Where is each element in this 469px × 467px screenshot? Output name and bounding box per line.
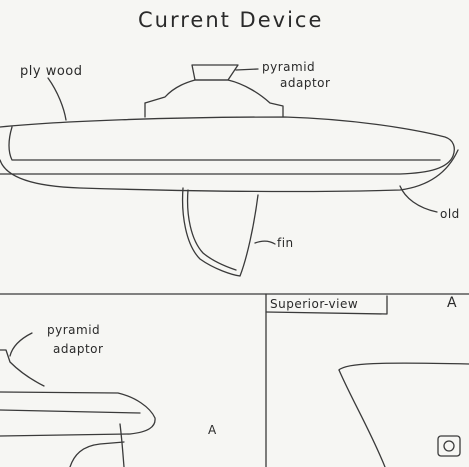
- label-superior-view: Superior-view: [270, 297, 359, 311]
- fin-outline: [181, 187, 259, 277]
- pyramid-adaptor-top: [191, 64, 239, 81]
- leader-pyramid-bottom: [9, 332, 33, 357]
- label-ply-wood: ply wood: [20, 64, 83, 79]
- fin-inner: [186, 189, 237, 271]
- superior-view-edge: [338, 369, 386, 467]
- label-pyramid-bottom: pyramid: [47, 323, 101, 337]
- pyramid-adaptor-dome: [144, 79, 284, 118]
- closeup-fin: [119, 423, 125, 467]
- label-adaptor-bottom: adaptor: [53, 342, 104, 356]
- leader-pyramid-top: [235, 68, 259, 71]
- label-panel-a-right: A: [447, 295, 458, 311]
- corner-mark-circle: [443, 440, 455, 452]
- label-pyramid-top: pyramid: [262, 60, 316, 74]
- closeup-board: [0, 391, 156, 437]
- label-old: old: [440, 207, 460, 221]
- leader-fin: [254, 240, 276, 245]
- closeup-adaptor: [0, 349, 45, 387]
- closeup-old: [69, 441, 125, 467]
- label-fin: fin: [277, 236, 294, 250]
- label-adaptor-top: adaptor: [280, 76, 331, 90]
- superior-view-box: [265, 295, 388, 315]
- leader-plywood: [47, 77, 67, 121]
- label-panel-a-left: A: [208, 423, 217, 437]
- leader-old: [399, 185, 438, 213]
- old-base-outline: [0, 149, 459, 193]
- plywood-board-outline: [0, 116, 455, 175]
- superior-view-outline: [338, 362, 469, 371]
- corner-mark: [437, 435, 461, 457]
- diagram-title: Current Device: [138, 8, 324, 32]
- closeup-board-edge: [0, 409, 141, 414]
- plywood-board-edge: [8, 126, 441, 161]
